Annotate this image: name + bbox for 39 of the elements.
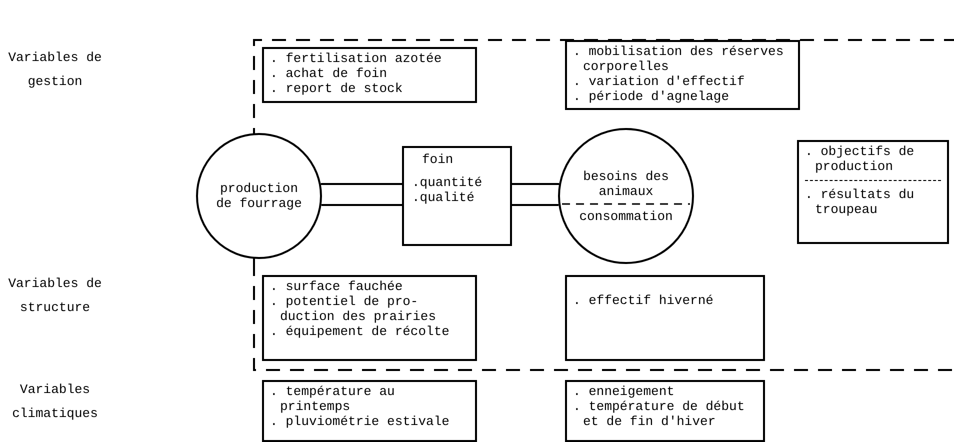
list-item: . enneigement <box>573 384 676 399</box>
row-label: Variables de gestion <box>7 49 103 91</box>
text-box <box>402 146 512 246</box>
text-box <box>565 275 765 361</box>
node-label: production de fourrage <box>215 181 303 211</box>
text-box <box>565 380 765 442</box>
text-box <box>262 380 477 442</box>
node-label: besoins des animaux <box>582 168 670 198</box>
text-box <box>565 40 800 110</box>
row-label: Variables climatiques <box>11 381 99 423</box>
list-item: . pluviométrie estivale <box>270 414 450 429</box>
list-item: . période d'agnelage <box>573 89 730 104</box>
list-item: . mobilisation des réserves corporelles <box>573 44 785 74</box>
list-item: . équipement de récolte <box>270 324 450 339</box>
connector-line <box>320 183 402 185</box>
connector-line <box>512 204 559 206</box>
list-item: . résultats du troupeau <box>805 180 941 217</box>
list-item: . effectif hiverné <box>573 293 714 308</box>
list-item: . objectifs de production <box>805 144 916 174</box>
text-box <box>262 275 477 361</box>
list-item: . achat de foin <box>270 66 388 81</box>
process-circle <box>558 128 694 264</box>
list-item: . potentiel de pro- duction des prairies <box>270 294 438 324</box>
node-label: consommation <box>578 208 674 224</box>
process-circle <box>196 133 322 259</box>
list-item: . surface fauchée <box>270 279 404 294</box>
list-item: .qualité <box>412 190 476 205</box>
list-item: . variation d'effectif <box>573 74 746 89</box>
connector-line <box>321 204 402 206</box>
list-item: . température de début et de fin d'hiver <box>573 399 746 429</box>
list-item: .quantité <box>412 175 484 190</box>
text-box <box>797 140 949 244</box>
list-item: . report de stock <box>270 81 404 96</box>
text-box <box>262 47 477 103</box>
connector-line <box>512 183 560 185</box>
list-item: foin <box>422 152 454 167</box>
row-label: Variables de structure <box>7 275 103 317</box>
list-item: . température au printemps <box>270 384 396 414</box>
list-item: . fertilisation azotée <box>270 51 443 66</box>
